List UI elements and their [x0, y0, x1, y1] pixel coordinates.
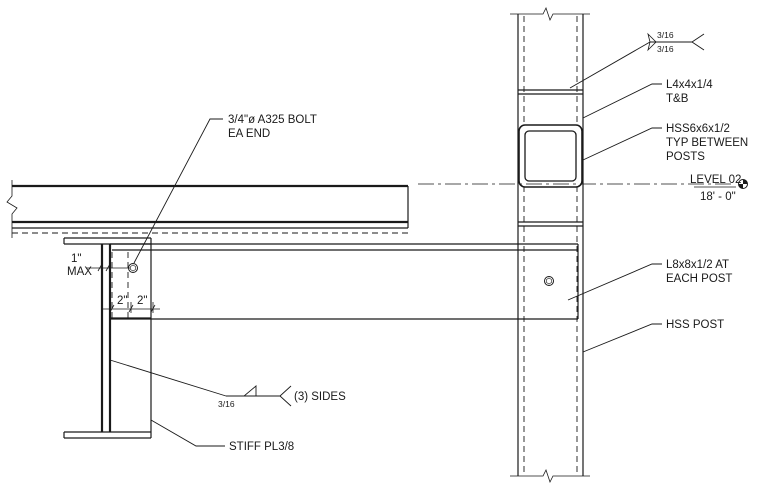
- level-marker-icon: [738, 179, 748, 189]
- hss-post-label: HSS POST: [666, 319, 724, 331]
- weld-sides-label: (3) SIDES: [294, 391, 346, 403]
- bolt-right: [544, 276, 554, 286]
- level-name: LEVEL 02: [690, 174, 741, 186]
- stiff-plate-label: STIFF PL3/8: [229, 441, 294, 453]
- level-elevation: 18' - 0": [700, 191, 736, 203]
- hss-post: [517, 14, 584, 476]
- hss-tube-section: [518, 124, 583, 188]
- stiffener-plate: [110, 244, 152, 432]
- angle-tb-leader: [582, 83, 662, 119]
- bolt-leader: [133, 118, 223, 264]
- horizontal-beam: [12, 184, 410, 234]
- hss-post-leader: [582, 323, 662, 353]
- post-break-bottom: [510, 468, 590, 484]
- dim-edge-distances: [102, 302, 160, 313]
- dim-edge-2: 2": [137, 295, 147, 307]
- dim-edge-1: 2": [117, 295, 127, 307]
- angle-post-label-line1: L8x8x1/2 AT: [666, 259, 729, 271]
- long-angle: [110, 243, 579, 320]
- dim-max-value: 1": [71, 253, 81, 265]
- angle-post-leader: [567, 263, 662, 301]
- weld-symbol-bottom: [109, 359, 292, 407]
- post-break-top: [510, 6, 590, 22]
- hss-between-leader: [582, 127, 662, 161]
- dim-max-word: MAX: [67, 266, 92, 278]
- w-shape-section: [63, 237, 152, 439]
- dim-1in-max: [86, 263, 130, 272]
- bolt-left: [127, 252, 138, 318]
- hss-between-label-line1: HSS6x6x1/2: [666, 123, 730, 135]
- weld-bottom-size: 3/16: [218, 399, 235, 409]
- hss-between-label-line3: POSTS: [666, 151, 705, 163]
- beam-break-left: [6, 180, 18, 238]
- weld-symbol-top: [569, 32, 705, 89]
- hss-between-label-line2: TYP BETWEEN: [666, 137, 748, 149]
- angle-tb-label-line1: L4x4x1/4: [666, 79, 713, 91]
- angle-tb-top: [518, 89, 583, 95]
- stiff-plate-leader: [150, 419, 225, 447]
- bolt-label-line1: 3/4"ø A325 BOLT: [228, 114, 317, 126]
- weld-top-size-upper: 3/16: [657, 30, 674, 40]
- angle-tb-label-line2: T&B: [666, 93, 689, 105]
- bolt-label-line2: EA END: [228, 128, 270, 140]
- angle-post-label-line2: EACH POST: [666, 273, 732, 285]
- weld-top-size-lower: 3/16: [657, 44, 674, 54]
- angle-tb-bottom: [518, 221, 583, 227]
